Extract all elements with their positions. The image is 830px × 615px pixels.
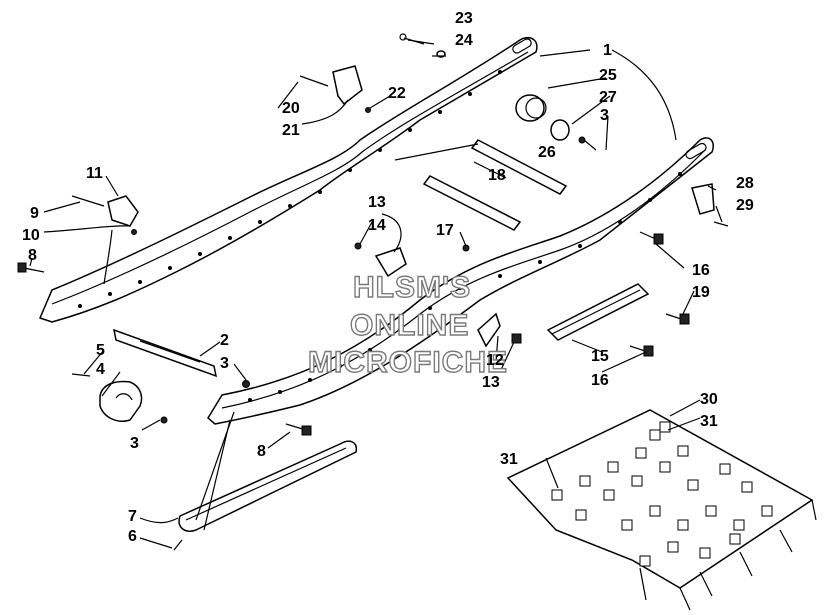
bolt-19: [665, 313, 690, 325]
bolt-8-upper: [17, 262, 45, 273]
callout-24: 24: [455, 32, 473, 49]
bolt-8-lower: [285, 423, 312, 436]
watermark-line-3: MICROFICHE: [308, 346, 508, 379]
callout-3a: 3: [220, 355, 229, 372]
callout-15: 15: [591, 348, 609, 365]
callout-29: 29: [736, 197, 754, 214]
lower-slide-rail: [207, 137, 714, 425]
callout-12: 12: [486, 352, 504, 369]
callout-13b: 13: [482, 374, 500, 391]
callout-17: 17: [436, 222, 454, 239]
callout-13a: 13: [368, 194, 386, 211]
callout-27: 27: [599, 89, 617, 106]
callout-3c: 3: [130, 435, 139, 452]
watermark: HLSM'S ONLINE MICROFICHE: [307, 270, 508, 379]
rail-holes-lower: [248, 172, 682, 402]
callout-4: 4: [96, 361, 105, 378]
center-bracket: [354, 242, 522, 348]
callout-7: 7: [128, 508, 137, 525]
slide-7: [173, 440, 358, 551]
callout-8a: 8: [28, 247, 37, 264]
callout-8b: 8: [257, 443, 266, 460]
upper-bracket: [299, 65, 371, 113]
bolt-16-lower: [629, 345, 654, 357]
callout-2: 2: [220, 332, 229, 349]
bumper-4: [71, 373, 168, 424]
callout-5: 5: [96, 342, 105, 359]
callout-31b: 31: [700, 413, 718, 430]
callout-16b: 16: [591, 372, 609, 389]
callout-11: 11: [86, 165, 103, 182]
watermark-line-2: ONLINE: [350, 309, 469, 342]
rail-holes-upper: [78, 70, 502, 308]
callout-22: 22: [388, 85, 406, 102]
callout-20: 20: [282, 100, 300, 117]
callout-23: 23: [455, 10, 473, 27]
upper-slide-rail: [38, 36, 538, 323]
bolt-16-upper: [639, 231, 664, 245]
callout-3b: 3: [600, 107, 609, 124]
part-callouts: 1 2 3 3 3 4 5 6 7 8 8 9 10 11 12 13 13 1…: [22, 10, 754, 545]
callout-1: 1: [603, 42, 612, 59]
callout-21: 21: [282, 122, 300, 139]
slide-plate-2: [113, 328, 250, 388]
callout-30: 30: [700, 391, 718, 408]
callout-16a: 16: [692, 262, 710, 279]
rear-bracket: [691, 183, 729, 227]
watermark-line-1: HLSM'S: [353, 271, 471, 304]
callout-19: 19: [692, 284, 710, 301]
callout-9: 9: [30, 205, 39, 222]
callout-10: 10: [22, 227, 40, 244]
leader-lines: [29, 39, 723, 549]
callout-28: 28: [736, 175, 754, 192]
callout-26: 26: [538, 144, 556, 161]
top-bolt: [399, 33, 446, 58]
track-section: [506, 409, 817, 611]
wear-strip-15: [546, 283, 650, 341]
callout-31a: 31: [500, 451, 518, 468]
callout-18: 18: [488, 167, 506, 184]
callout-6: 6: [128, 528, 137, 545]
rear-idler-wheel: [515, 94, 586, 144]
callout-14: 14: [368, 217, 386, 234]
callout-25: 25: [599, 67, 617, 84]
cross-shafts: [394, 139, 568, 231]
front-bracket: [71, 195, 139, 235]
